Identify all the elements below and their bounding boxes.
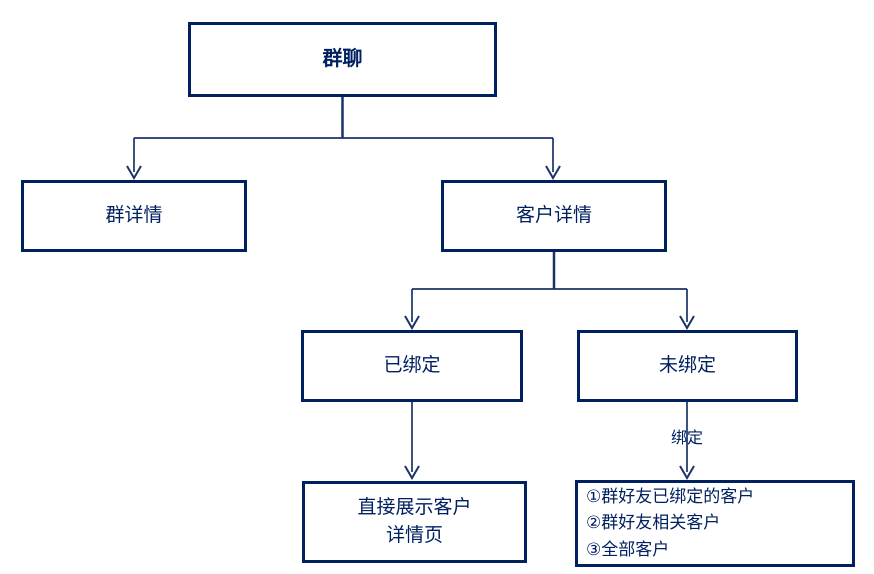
node-show-detail: 直接展示客户 详情页: [302, 481, 527, 563]
node-customer-detail-label: 客户详情: [515, 205, 592, 227]
node-group-chat: 群聊: [188, 22, 497, 97]
node-show-detail-line-1: 直接展示客户: [357, 497, 472, 519]
node-bound-label: 已绑定: [383, 355, 441, 377]
node-bind-options-line-1: ①群好友已绑定的客户: [586, 486, 755, 506]
node-customer-detail: 客户详情: [441, 180, 667, 252]
arrowhead-bind-options: [679, 465, 695, 480]
node-show-detail-line-2: 详情页: [385, 525, 443, 546]
arrowhead-customer-detail: [545, 165, 561, 180]
arrowhead-show-detail: [404, 465, 420, 480]
node-bind-options-line-3: ③全部客户: [586, 539, 670, 559]
node-bind-options: ①群好友已绑定的客户 ②群好友相关客户 ③全部客户: [575, 480, 855, 567]
node-group-chat-label: 群聊: [322, 48, 363, 70]
node-unbound-label: 未绑定: [658, 355, 716, 377]
node-bind-options-line-2: ②群好友相关客户: [586, 513, 721, 533]
arrowhead-unbound: [679, 315, 695, 330]
arrowhead-group-detail: [126, 165, 142, 180]
arrowhead-bound: [404, 315, 420, 330]
node-group-detail: 群详情: [21, 180, 247, 252]
node-group-detail-label: 群详情: [105, 205, 163, 227]
node-bound: 已绑定: [301, 330, 523, 402]
node-unbound: 未绑定: [577, 330, 798, 402]
edge-label-bind: 绑定: [670, 430, 703, 447]
